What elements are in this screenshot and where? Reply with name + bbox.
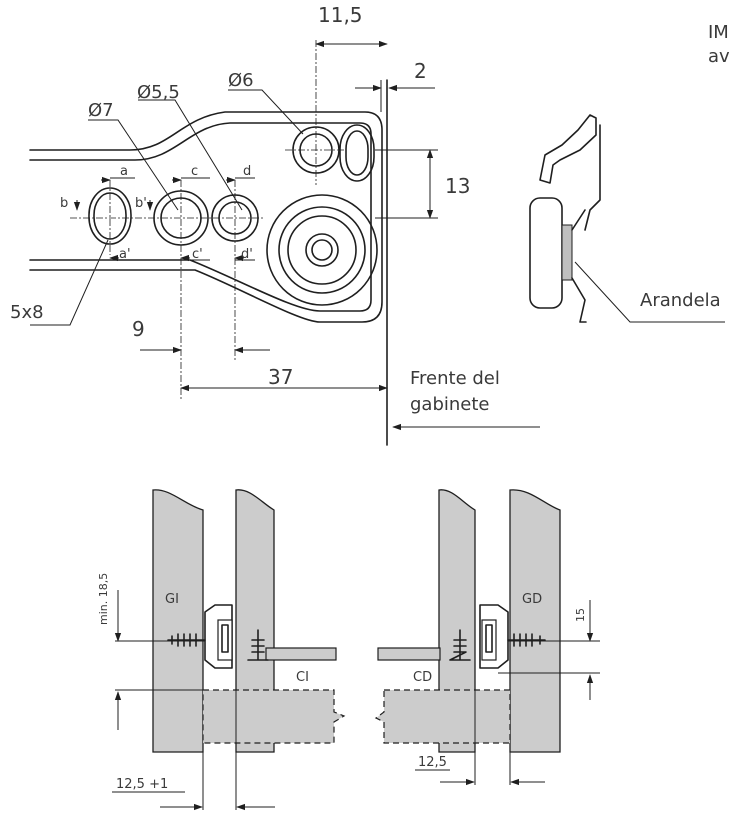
slot-5x8-label: 5x8 — [10, 302, 44, 323]
cut-text-line2: av — [708, 46, 730, 67]
frente-label-line2: gabinete — [410, 394, 490, 415]
washer-detail-view — [529, 114, 725, 323]
dim-12-5-plus-1-label: 12,5 +1 — [116, 777, 168, 792]
dim-12-5-label: 12,5 — [418, 755, 447, 770]
dim-11-5-label: 11,5 — [318, 3, 363, 27]
hole-d5-5-label: Ø5,5 — [137, 82, 180, 103]
slot-5x8 — [88, 187, 132, 245]
dim-37-label: 37 — [268, 365, 293, 389]
frente-label-line1: Frente del — [410, 368, 500, 389]
roller — [529, 197, 563, 309]
gi-label: GI — [165, 592, 179, 607]
arandela-label: Arandela — [640, 290, 721, 311]
hole-d6-label: Ø6 — [228, 70, 254, 91]
mark-a-prime: a' — [119, 247, 131, 262]
mark-b: b — [60, 196, 68, 211]
stud-circle — [266, 194, 378, 306]
mark-d: d — [243, 164, 251, 179]
mark-c-prime: c' — [192, 247, 203, 262]
rail-bracket-view — [29, 40, 540, 446]
dim-2-label: 2 — [414, 59, 427, 83]
min-18-5-label: min. 18,5 — [97, 573, 110, 625]
dim-9-label: 9 — [132, 317, 145, 341]
mark-c: c — [191, 164, 198, 179]
mark-d-prime: d' — [241, 247, 253, 262]
cross-section-view — [112, 489, 600, 811]
left-rail — [167, 604, 269, 669]
cut-text-line1: IM — [708, 22, 729, 43]
ci-label: CI — [296, 670, 309, 685]
dim-13-label: 13 — [445, 174, 470, 198]
mark-b-prime: b' — [135, 196, 147, 211]
dim-15-label: 15 — [574, 608, 587, 622]
washer — [561, 224, 573, 281]
right-rail — [449, 604, 546, 669]
cd-label: CD — [413, 670, 432, 685]
hole-d7-label: Ø7 — [88, 100, 114, 121]
gd-label: GD — [522, 592, 542, 607]
mark-a: a — [120, 164, 128, 179]
